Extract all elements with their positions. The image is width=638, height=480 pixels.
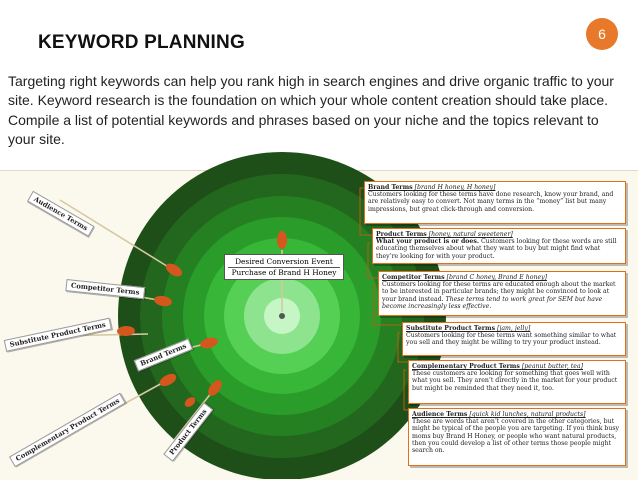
slide-title: KEYWORD PLANNING [38, 32, 245, 53]
conversion-event-label: Desired Conversion Event Purchase of Bra… [224, 254, 344, 280]
brand-terms-box: Brand Terms [brand H honey, H honey] Cus… [364, 181, 626, 224]
box-connectors [359, 187, 408, 411]
audience-terms-box: Audience Terms [quick kid lunches, natur… [408, 408, 626, 466]
dart-audience-shaft [59, 199, 171, 269]
complementary-terms-box: Complementary Product Terms [peanut butt… [408, 360, 626, 404]
intro-paragraph: Targeting right keywords can help you ra… [8, 73, 614, 148]
slide-number-badge: 6 [586, 18, 618, 50]
dart-flights [117, 231, 287, 407]
conversion-event-subtitle: Purchase of Brand H Honey [231, 268, 337, 277]
competitor-terms-box: Competitor Terms [brand C honey, Brand E… [378, 271, 626, 316]
bullseye-dot [279, 313, 285, 319]
target-rings [118, 152, 446, 479]
conversion-event-title: Desired Conversion Event [228, 257, 340, 268]
substitute-terms-box: Substitute Product Terms [jam, jelly] Cu… [402, 322, 626, 356]
product-terms-box: Product Terms [honey, natural sweetener]… [372, 228, 626, 264]
